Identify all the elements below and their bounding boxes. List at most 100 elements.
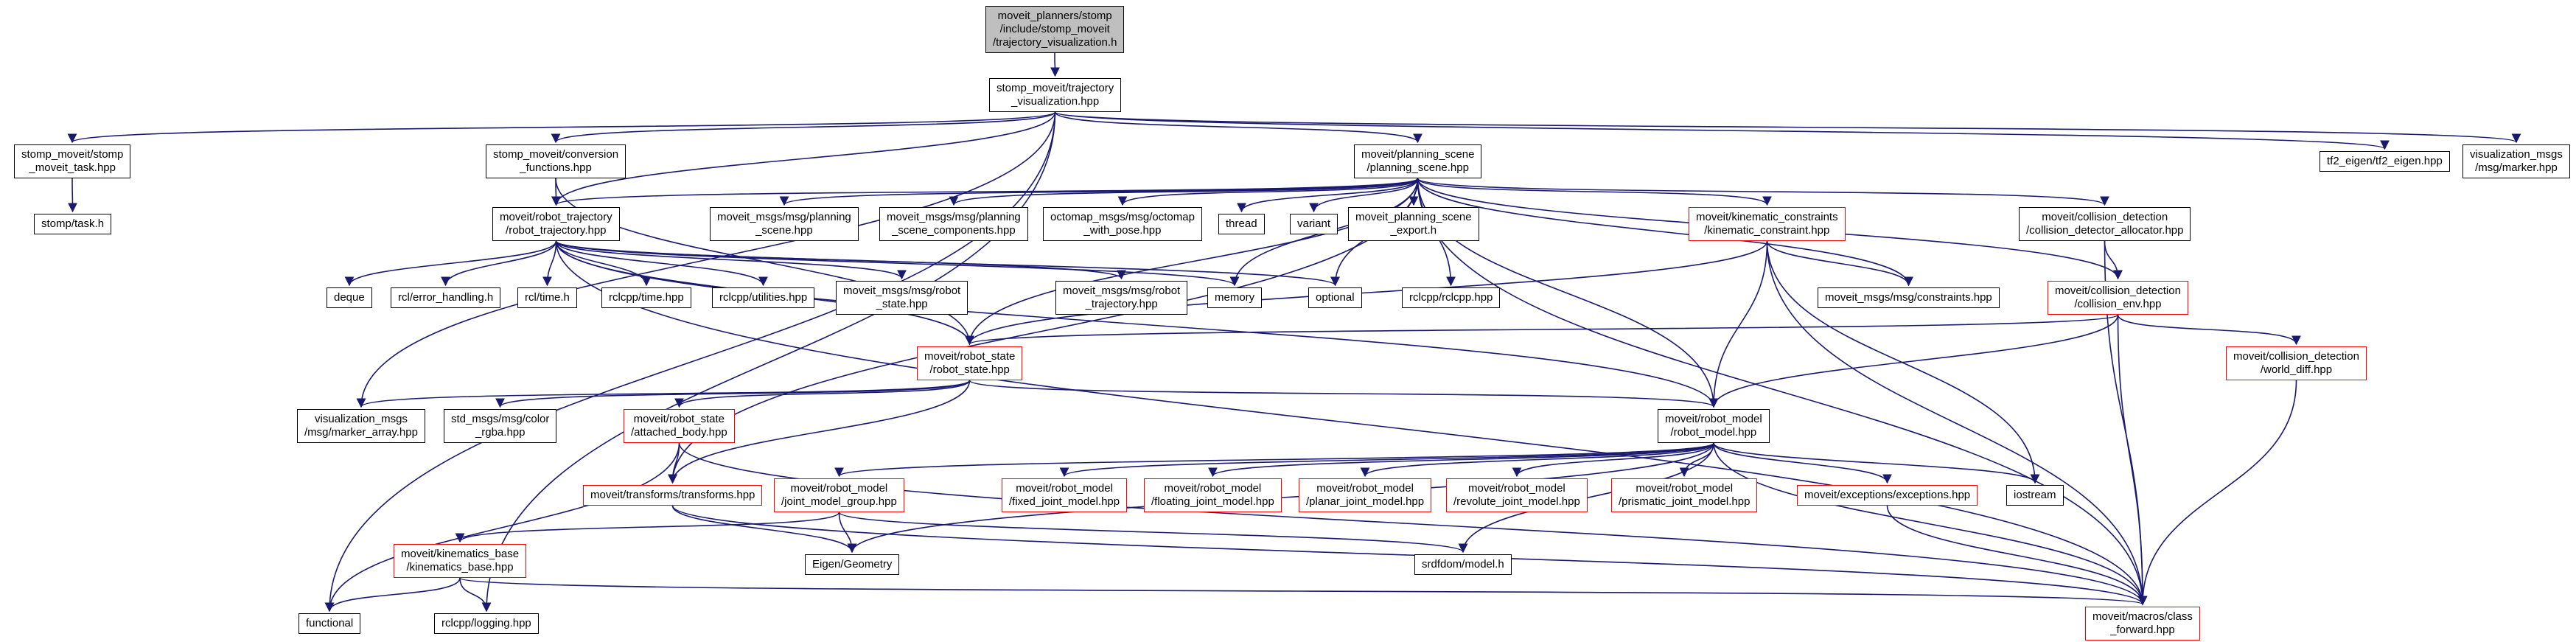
include-edge-robot_trajectory-to-robot_model — [555, 240, 1719, 408]
graph-node-joint_model_group[interactable]: moveit/robot_model /joint_model_group.hp… — [774, 478, 904, 512]
graph-node-functional[interactable]: functional — [299, 613, 361, 634]
include-edge-planning_scene-to-kinematic_constraint — [1417, 178, 1772, 206]
include-edge-robot_state-to-transforms — [668, 380, 971, 484]
graph-node-variant[interactable]: variant — [1290, 214, 1338, 234]
include-edge-kinematic_constraint-to-robot_model — [1708, 240, 1768, 408]
include-edge-robot_model-to-class_forward — [1713, 442, 2148, 606]
include-edge-joint_model_group-to-srdfdom — [838, 512, 1468, 554]
include-edge-kinematics_base-to-functional — [324, 577, 461, 613]
graph-node-marker_array[interactable]: visualization_msgs /msg/marker_array.hpp — [297, 409, 425, 443]
graph-node-rclcpp[interactable]: rclcpp/rclcpp.hpp — [1402, 287, 1501, 308]
graph-node-rclcpp_logging[interactable]: rclcpp/logging.hpp — [434, 613, 539, 634]
include-edge-attached_body-to-class_forward — [678, 442, 2148, 606]
graph-node-iostream[interactable]: iostream — [2006, 485, 2064, 506]
include-edge-robot_trajectory-to-rcl_error — [441, 240, 557, 287]
graph-node-srdfdom[interactable]: srdfdom/model.h — [1414, 554, 1512, 575]
graph-node-transforms[interactable]: moveit/transforms/transforms.hpp — [583, 485, 763, 506]
include-edge-robot_model-to-exceptions — [1713, 442, 1892, 484]
graph-node-robot_trajectory_msg[interactable]: moveit_msgs/msg/robot _trajectory.hpp — [1055, 281, 1188, 315]
graph-node-stomp_task_h[interactable]: stomp/task.h — [34, 214, 112, 234]
graph-node-eigen_geometry[interactable]: Eigen/Geometry — [805, 554, 900, 575]
include-edge-planning_scene-to-octomap_with_pose — [1117, 178, 1419, 206]
include-edge-kinematic_constraint-to-class_forward — [1766, 240, 2148, 606]
graph-node-deque[interactable]: deque — [327, 287, 372, 308]
include-edge-world_diff-to-class_forward — [2137, 380, 2297, 606]
graph-node-fixed_joint[interactable]: moveit/robot_model /fixed_joint_model.hp… — [1002, 478, 1128, 512]
include-edge-robot_model-to-joint_model_group — [834, 442, 1714, 478]
graph-node-optional[interactable]: optional — [1308, 287, 1362, 308]
include-edge-robot_model-to-floating_joint — [1208, 442, 1714, 478]
include-edge-robot_model-to-iostream — [1713, 442, 2040, 484]
include-edge-robot_trajectory-to-rclcpp_utilities — [555, 240, 768, 287]
graph-node-cd_allocator[interactable]: moveit/collision_detection /collision_de… — [2019, 207, 2191, 241]
graph-node-prismatic_joint[interactable]: moveit/robot_model /prismatic_joint_mode… — [1611, 478, 1758, 512]
include-edge-tv_hpp-to-tf2_eigen — [1054, 111, 2390, 150]
include-edge-planning_scene-to-class_forward — [1417, 178, 2148, 606]
include-edge-tv_hpp-to-robot_trajectory — [551, 111, 1056, 206]
graph-node-robot_state_msg[interactable]: moveit_msgs/msg/robot _state.hpp — [836, 281, 968, 315]
include-edge-robot_trajectory-to-deque — [344, 240, 557, 287]
include-edge-kinematic_constraint-to-robot_state — [965, 240, 1768, 346]
include-edge-planning_scene-to-thread — [1237, 178, 1419, 213]
include-edge-tv_hpp-to-planning_scene — [1054, 111, 1423, 144]
include-edge-robot_trajectory-to-rclcpp_time — [555, 240, 652, 287]
graph-node-attached_body[interactable]: moveit/robot_state /attached_body.hpp — [624, 409, 735, 443]
graph-node-planning_scene[interactable]: moveit/planning_scene /planning_scene.hp… — [1354, 144, 1482, 178]
graph-node-rclcpp_time[interactable]: rclcpp/time.hpp — [601, 287, 691, 308]
graph-node-class_forward[interactable]: moveit/macros/class _forward.hpp — [2085, 607, 2200, 641]
graph-node-task_hpp[interactable]: stomp_moveit/stomp _moveit_task.hpp — [14, 144, 131, 178]
include-edge-tv_hpp-to-marker — [1054, 111, 2521, 144]
graph-node-exceptions[interactable]: moveit/exceptions/exceptions.hpp — [1797, 485, 1978, 506]
graph-node-memory[interactable]: memory — [1207, 287, 1263, 308]
include-edge-kinematics_base-to-class_forward — [459, 577, 2147, 606]
graph-node-robot_model[interactable]: moveit/robot_model /robot_model.hpp — [1658, 409, 1770, 443]
include-edge-robot_trajectory-to-robot_state_msg — [555, 240, 907, 280]
graph-node-tv_hpp[interactable]: stomp_moveit/trajectory _visualization.h… — [989, 78, 1122, 112]
include-edge-tv_hpp-to-conversion — [551, 111, 1056, 144]
graph-node-ps_components_msg[interactable]: moveit_msgs/msg/planning _scene_componen… — [879, 207, 1028, 241]
include-edge-robot_trajectory-to-rcl_time — [542, 240, 557, 287]
graph-node-world_diff[interactable]: moveit/collision_detection /world_diff.h… — [2226, 346, 2367, 380]
graph-node-revolute_joint[interactable]: moveit/robot_model /revolute_joint_model… — [1446, 478, 1588, 512]
include-edge-collision_env-to-robot_model — [1708, 314, 2119, 408]
graph-node-constraints_msg[interactable]: moveit_msgs/msg/constraints.hpp — [1818, 287, 2000, 308]
graph-node-conversion[interactable]: stomp_moveit/conversion _functions.hpp — [486, 144, 626, 178]
include-edge-transforms-to-class_forward — [671, 505, 2148, 606]
include-edge-collision_env-to-robot_state — [965, 314, 2119, 346]
graph-node-kinematic_constraint[interactable]: moveit/kinematic_constraints /kinematic_… — [1689, 207, 1846, 241]
include-edge-exceptions-to-class_forward — [1886, 505, 2148, 606]
include-edge-collision_env-to-world_diff — [2117, 314, 2301, 346]
graph-node-rclcpp_utilities[interactable]: rclcpp/utilities.hpp — [712, 287, 815, 308]
graph-node-collision_env[interactable]: moveit/collision_detection /collision_en… — [2048, 281, 2188, 315]
graph-node-floating_joint[interactable]: moveit/robot_model /floating_joint_model… — [1144, 478, 1282, 512]
include-edge-collision_env-to-class_forward — [2117, 314, 2148, 606]
graph-node-tv_h[interactable]: moveit_planners/stomp /include/stomp_mov… — [985, 6, 1125, 53]
include-edge-transforms-to-eigen_geometry — [671, 505, 857, 554]
include-edge-attached_body-to-functional — [324, 442, 680, 613]
graph-node-thread[interactable]: thread — [1218, 214, 1265, 234]
graph-node-robot_trajectory[interactable]: moveit/robot_trajectory /robot_trajector… — [492, 207, 620, 241]
graph-node-octomap_with_pose[interactable]: octomap_msgs/msg/octomap _with_pose.hpp — [1043, 207, 1202, 241]
graph-node-ps_export[interactable]: moveit_planning_scene _export.h — [1348, 207, 1479, 241]
graph-node-robot_state[interactable]: moveit/robot_state /robot_state.hpp — [917, 346, 1023, 380]
graph-node-color_rgba[interactable]: std_msgs/msg/color _rgba.hpp — [444, 409, 557, 443]
include-edge-planning_scene-to-robot_trajectory — [551, 178, 1419, 206]
include-edge-joint_model_group-to-eigen_geometry — [838, 512, 857, 554]
include-edge-robot_state-to-color_rgba — [495, 380, 971, 408]
include-edge-robot_trajectory-to-memory — [555, 240, 1240, 287]
include-edge-tv_hpp-to-marker_array — [356, 111, 1056, 408]
graph-node-tf2_eigen[interactable]: tf2_eigen/tf2_eigen.hpp — [2320, 151, 2450, 172]
graph-node-marker[interactable]: visualization_msgs /msg/marker.hpp — [2462, 144, 2570, 178]
include-edge-robot_state-to-marker_array — [356, 380, 971, 408]
include-edge-robot_trajectory-to-optional — [555, 240, 1340, 287]
include-edge-robot_model-to-fixed_joint — [1059, 442, 1714, 478]
include-edge-planning_scene-to-ps_components_msg — [949, 178, 1419, 206]
graph-node-kinematics_base[interactable]: moveit/kinematics_base /kinematics_base.… — [394, 544, 527, 578]
include-edge-robot_model-to-revolute_joint — [1512, 442, 1714, 478]
graph-node-ps_msg[interactable]: moveit_msgs/msg/planning _scene.hpp — [710, 207, 859, 241]
graph-node-rcl_error[interactable]: rcl/error_handling.h — [391, 287, 501, 308]
graph-node-planar_joint[interactable]: moveit/robot_model /planar_joint_model.h… — [1299, 478, 1432, 512]
include-edge-planning_scene-to-robot_state — [965, 178, 1419, 346]
graph-node-rcl_time[interactable]: rcl/time.h — [517, 287, 577, 308]
